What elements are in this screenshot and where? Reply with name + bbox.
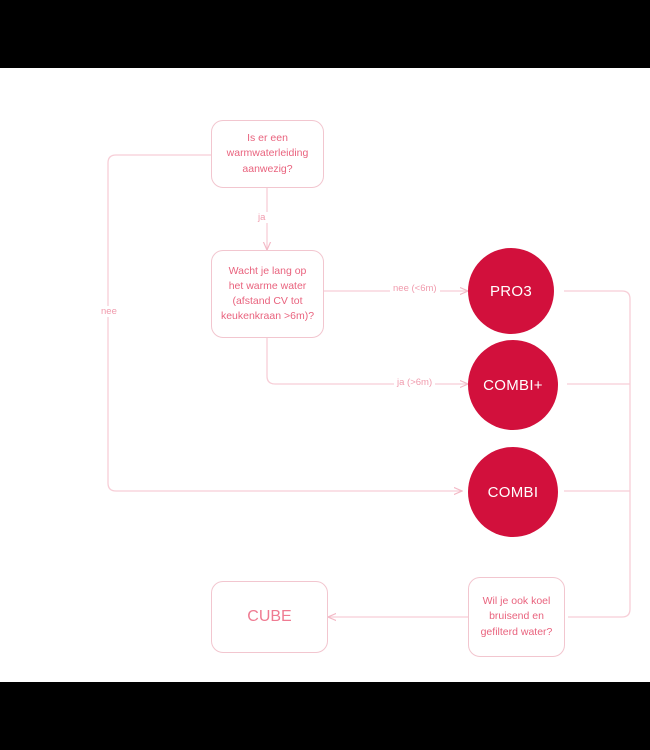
edge-label-ja-gt6m: ja (>6m) [394,377,436,388]
edge-q1-combi [107,154,462,491]
node-result-combi[interactable]: COMBI [468,447,558,537]
edge-pro3-q3 [564,290,631,618]
node-cube-label: CUBE [247,608,292,626]
node-result-pro3[interactable]: PRO3 [468,248,554,334]
edge-label-nee-lt6m: nee (<6m) [390,283,440,294]
node-result-cube[interactable]: CUBE [211,581,328,653]
node-result-combiplus[interactable]: COMBI+ [468,340,558,430]
node-q1-warmwaterleiding[interactable]: Is er een warmwaterleiding aanwezig? [211,120,324,188]
edge-q2-combiplus [266,338,468,384]
node-q2-label: Wacht je lang op het warme water (afstan… [220,264,315,323]
node-q3-bruisend-gefilterd[interactable]: Wil je ook koel bruisend en gefilterd wa… [468,577,565,657]
node-pro3-label: PRO3 [489,282,533,300]
node-combiplus-label: COMBI+ [483,376,543,394]
node-q2-wachttijd[interactable]: Wacht je lang op het warme water (afstan… [211,250,324,338]
node-q1-label: Is er een warmwaterleiding aanwezig? [226,132,309,175]
edge-label-ja: ja [255,212,269,223]
node-combi-label: COMBI [487,483,539,501]
node-q3-label: Wil je ook koel bruisend en gefilterd wa… [480,595,553,638]
edge-label-nee: nee [98,306,120,317]
